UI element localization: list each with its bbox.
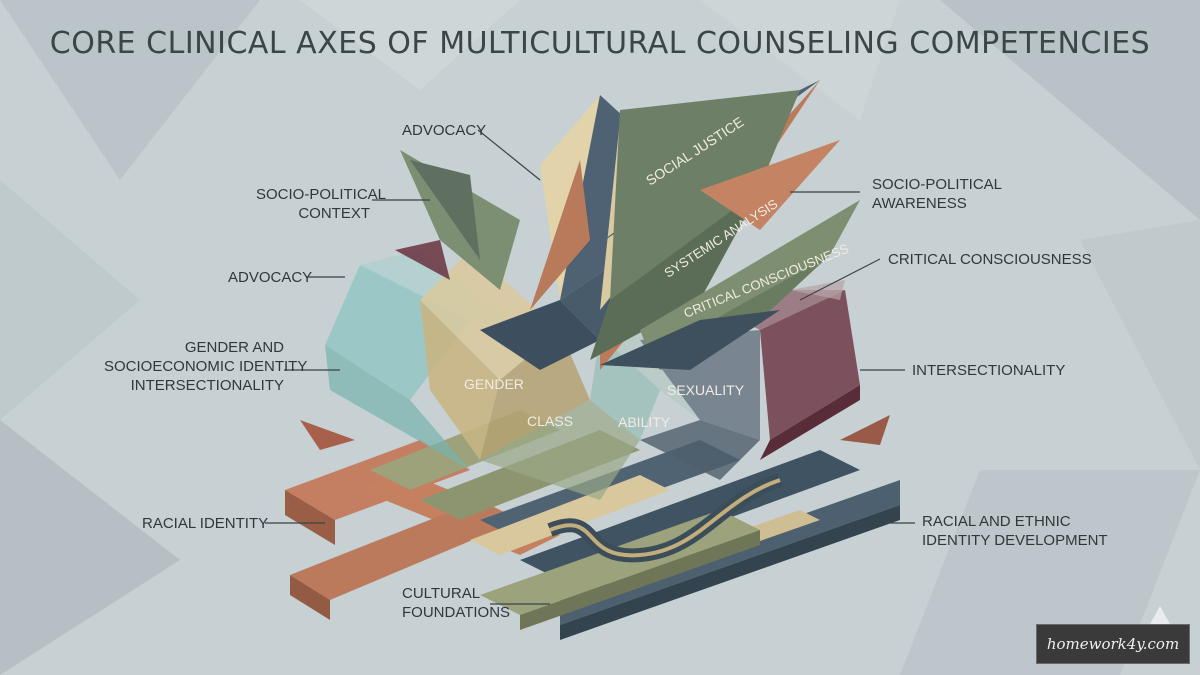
prism-label-sexuality: SEXUALITY bbox=[667, 382, 745, 398]
callout-advocacy-top: ADVOCACY bbox=[402, 121, 486, 140]
callout-racial-ethnic-development: RACIAL AND ETHNIC IDENTITY DEVELOPMENT bbox=[922, 512, 1108, 550]
callout-critical-consciousness: CRITICAL CONSCIOUSNESS bbox=[888, 250, 1092, 269]
callout-line: AWARENESS bbox=[872, 195, 967, 212]
callout-racial-identity: RACIAL IDENTITY bbox=[142, 514, 268, 533]
callout-critical-consciousness-text: CRITICAL CONSCIOUSNESS bbox=[888, 251, 1092, 268]
callout-line: IDENTITY DEVELOPMENT bbox=[922, 532, 1108, 549]
callout-line: FOUNDATIONS bbox=[402, 604, 511, 621]
callout-gender-socioeconomic: GENDER AND SOCIOECONOMIC IDENTITY INTERS… bbox=[104, 338, 308, 395]
callout-line: SOCIO-POLITICAL bbox=[872, 176, 1003, 193]
callout-intersectionality-text: INTERSECTIONALITY bbox=[912, 362, 1066, 379]
identity-prisms bbox=[325, 240, 860, 500]
left-arrow-shard bbox=[300, 420, 355, 450]
callout-line: RACIAL AND ETHNIC bbox=[922, 513, 1071, 530]
callout-line: CONTEXT bbox=[298, 205, 370, 222]
callout-intersectionality: INTERSECTIONALITY bbox=[912, 361, 1065, 380]
callout-line: CULTURAL bbox=[402, 585, 481, 602]
prism-label-ability: ABILITY bbox=[618, 414, 671, 430]
callout-racial-identity-text: RACIAL IDENTITY bbox=[142, 515, 269, 532]
maze-base bbox=[285, 410, 900, 640]
callout-socio-political-context: SOCIO-POLITICAL CONTEXT bbox=[256, 185, 387, 223]
callout-line: SOCIO-POLITICAL bbox=[256, 186, 387, 203]
callout-line: GENDER AND bbox=[184, 339, 284, 356]
social-justice-shards bbox=[400, 80, 860, 370]
callout-cultural-foundations: CULTURAL FOUNDATIONS bbox=[402, 584, 510, 622]
callout-advocacy-top-text: ADVOCACY bbox=[402, 122, 487, 139]
right-arrow-shard bbox=[840, 415, 890, 445]
callout-socio-political-awareness: SOCIO-POLITICAL AWARENESS bbox=[872, 175, 1002, 213]
leader-lines bbox=[265, 129, 915, 605]
callout-advocacy-left: ADVOCACY bbox=[228, 268, 312, 287]
prism-label-gender: GENDER bbox=[464, 376, 524, 392]
callout-advocacy-left-text: ADVOCACY bbox=[228, 269, 313, 286]
callout-line: INTERSECTIONALITY bbox=[130, 377, 284, 394]
watermark-text: homework4y.com bbox=[1046, 635, 1180, 653]
page-title: CORE CLINICAL AXES OF MULTICULTURAL COUN… bbox=[49, 26, 1151, 61]
corner-triangle-icon bbox=[1150, 606, 1170, 624]
watermark-badge[interactable]: homework4y.com bbox=[1036, 624, 1190, 664]
callout-line: SOCIOECONOMIC IDENTITY bbox=[104, 358, 308, 375]
prism-label-class: CLASS bbox=[527, 413, 573, 429]
